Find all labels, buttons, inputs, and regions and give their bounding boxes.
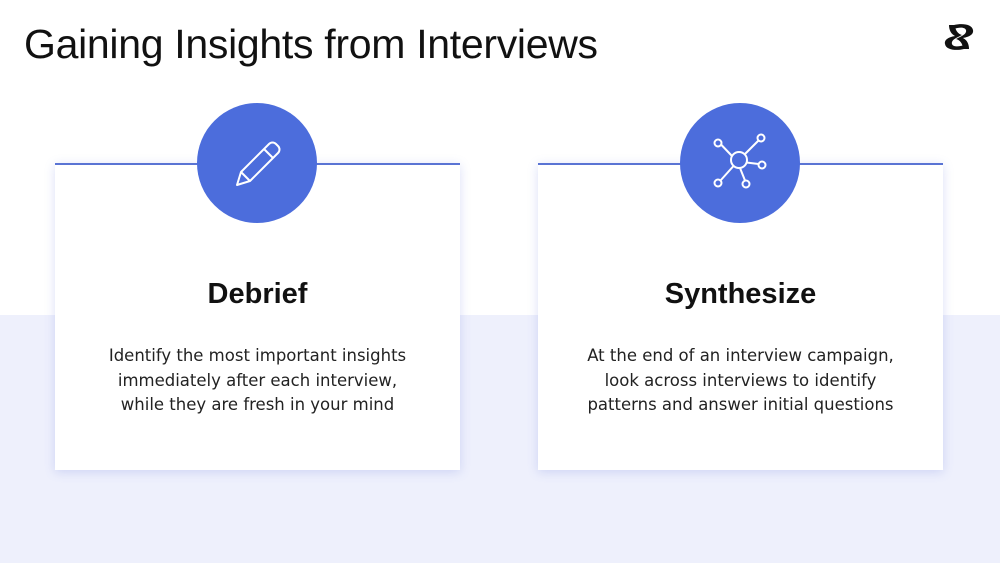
card-description: Identify the most important insights imm… [55,344,460,418]
card-description: At the end of an interview campaign, loo… [538,344,943,418]
description-line: immediately after each interview, [117,370,398,390]
pencil-icon [236,141,281,186]
icon-circle [197,103,317,223]
icon-circle [680,103,800,223]
card-synthesize: Synthesize At the end of an interview ca… [538,103,943,470]
card-debrief: Debrief Identify the most important insi… [55,103,460,470]
brand-logo-icon [944,24,974,50]
description-line: Identify the most important insights [108,346,407,365]
description-line: At the end of an interview campaign, [587,346,894,365]
description-line: look across interviews to identify [604,370,877,390]
card-heading: Synthesize [664,278,817,310]
description-line: patterns and answer initial questions [587,395,894,414]
card-heading: Debrief [207,278,308,310]
description-line: while they are fresh in your mind [120,395,395,414]
network-nodes-icon [713,133,767,189]
slide-title: Gaining Insights from Interviews [24,21,598,67]
